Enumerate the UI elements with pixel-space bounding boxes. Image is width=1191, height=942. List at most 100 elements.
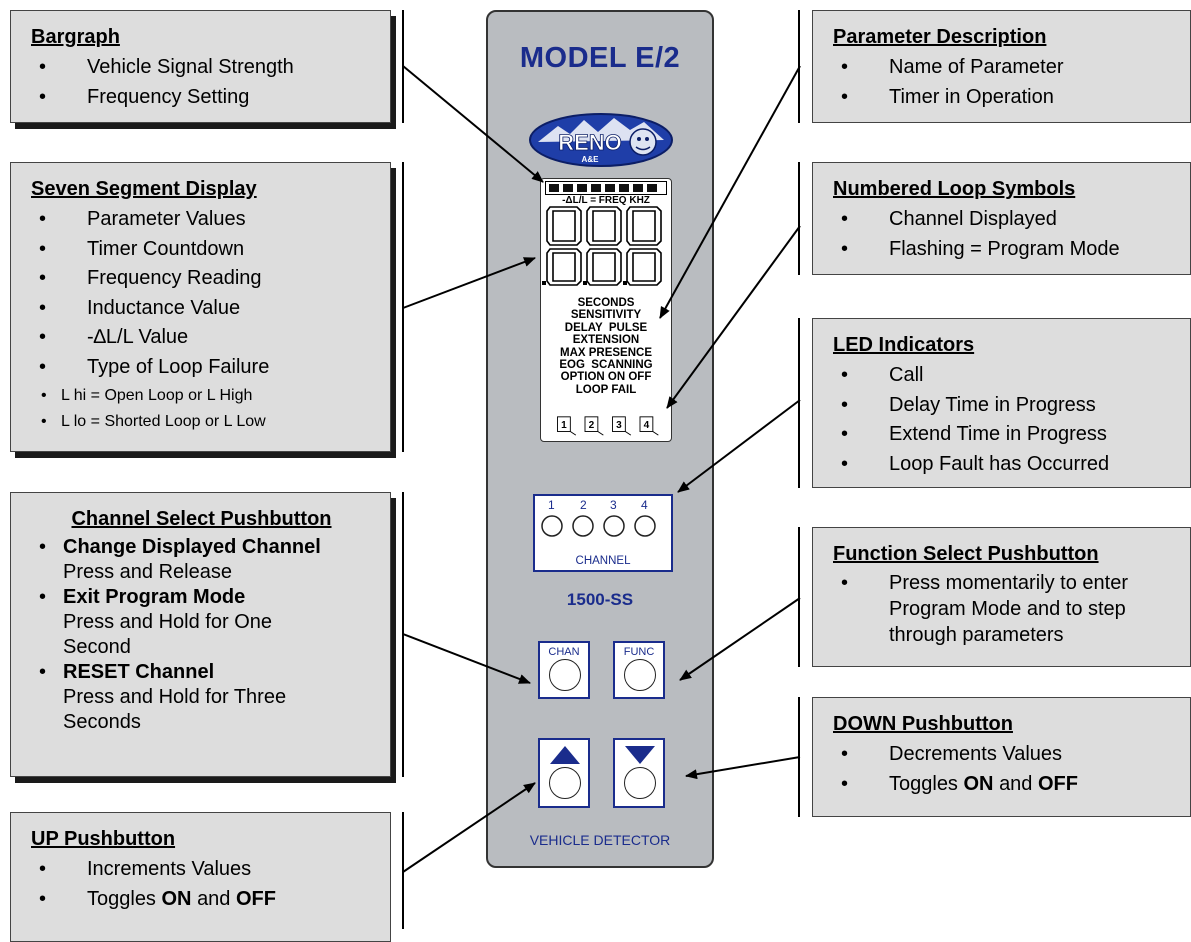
triangle-down-icon <box>625 746 655 764</box>
list-item: -∆L/L Value <box>31 323 372 353</box>
callout-loop-symbols-title: Numbered Loop Symbols <box>833 178 1076 200</box>
channel-number: 2 <box>580 498 587 512</box>
callout-function-select-title: Function Select Pushbutton <box>833 543 1099 565</box>
list-item: Decrements Values <box>833 740 1172 770</box>
list-item: Toggles ON and OFF <box>833 770 1172 800</box>
list-item: Timer in Operation <box>833 83 1172 113</box>
list-subitem: L lo = Shorted Loop or L Low <box>31 409 372 435</box>
up-button[interactable] <box>538 738 590 808</box>
divider-line <box>798 318 800 488</box>
item-desc: Press and Hold for Three Seconds <box>63 686 287 733</box>
triangle-up-icon <box>550 746 580 764</box>
callout-bargraph: Bargraph Vehicle Signal Strength Frequen… <box>10 10 391 123</box>
down-button[interactable] <box>613 738 665 808</box>
callout-led-title: LED Indicators <box>833 334 975 356</box>
channel-number: 3 <box>610 498 617 512</box>
button-circle-icon <box>549 659 581 691</box>
list-item: Inductance Value <box>31 294 372 324</box>
lcd-word: LOOP FAIL <box>575 383 637 396</box>
seven-segment-display <box>542 206 662 286</box>
callout-seven-segment: Seven Segment Display Parameter Values T… <box>10 162 391 452</box>
led-indicators <box>541 515 656 537</box>
item-label: Change Displayed Channel <box>63 536 321 558</box>
list-item: Frequency Setting <box>31 83 372 113</box>
led-3-icon <box>603 515 625 537</box>
divider-line <box>798 697 800 817</box>
divider-line <box>402 812 404 929</box>
list-subitem: L hi = Open Loop or L High <box>31 383 372 409</box>
lcd-word: DELAY PULSE <box>564 321 648 334</box>
list-item: Call <box>833 361 1172 391</box>
list-item: Delay Time in Progress <box>833 391 1172 421</box>
list-item: Vehicle Signal Strength <box>31 53 372 83</box>
list-item: Name of Parameter <box>833 53 1172 83</box>
loop-number: 2 <box>589 420 595 431</box>
led-2-icon <box>572 515 594 537</box>
channel-led-box: 1 2 3 4 CHANNEL <box>533 494 673 572</box>
callout-channel-select: Channel Select Pushbutton Change Display… <box>10 492 391 777</box>
list-item: Type of Loop Failure <box>31 353 372 383</box>
logo-sub: A&E <box>582 155 600 164</box>
model-title: MODEL E/2 <box>519 42 681 74</box>
logo-text: RENO <box>558 130 622 155</box>
callout-bargraph-title: Bargraph <box>31 26 120 48</box>
list-item: Toggles ON and OFF <box>31 885 372 915</box>
lcd-word: SENSITIVITY <box>570 309 642 322</box>
lcd-word: OPTION ON OFF <box>560 371 652 384</box>
vehicle-detector-label: VEHICLE DETECTOR <box>529 832 671 848</box>
callout-up-title: UP Pushbutton <box>31 828 176 850</box>
parameter-words: SECONDS SENSITIVITY DELAY PULSE EXTENSIO… <box>541 297 671 396</box>
item-label: RESET Channel <box>63 661 215 683</box>
chan-button-label: CHAN <box>548 646 580 658</box>
button-circle-icon <box>549 767 581 799</box>
loop-number: 3 <box>616 420 622 431</box>
list-item: Timer Countdown <box>31 235 372 265</box>
channel-number: 1 <box>548 498 555 512</box>
loop-number: 4 <box>644 420 650 431</box>
callout-down-title: DOWN Pushbutton <box>833 713 1013 735</box>
callout-up: UP Pushbutton Increments Values Toggles … <box>10 812 391 942</box>
button-circle-icon <box>624 659 656 691</box>
list-item: Loop Fault has Occurred <box>833 450 1172 480</box>
callout-param-desc: Parameter Description Name of Parameter … <box>812 10 1191 123</box>
item-desc: Press and Release <box>63 561 232 583</box>
bargraph <box>545 181 667 195</box>
lcd-header: -ΔL/L = FREQ KHZ <box>562 195 650 206</box>
lcd-word: SECONDS <box>577 297 635 309</box>
lcd-word: EXTENSION <box>572 334 640 347</box>
list-item: Increments Values <box>31 855 372 885</box>
reno-logo: RENO A&E <box>529 113 673 167</box>
list-item: Flashing = Program Mode <box>833 235 1172 265</box>
callout-seven-segment-title: Seven Segment Display <box>31 178 257 200</box>
callout-channel-select-title: Channel Select Pushbutton <box>71 508 332 530</box>
list-item: Channel Displayed <box>833 205 1172 235</box>
model-number: 1500-SS <box>566 590 634 609</box>
channel-numbers: 1 2 3 4 <box>535 498 671 514</box>
callout-down: DOWN Pushbutton Decrements Values Toggle… <box>812 697 1191 817</box>
func-button[interactable]: FUNC <box>613 641 665 699</box>
chan-button[interactable]: CHAN <box>538 641 590 699</box>
divider-line <box>798 527 800 667</box>
detector-panel: MODEL E/2 RENO A&E -ΔL/L = FREQ KHZ <box>486 10 714 868</box>
callout-function-select: Function Select Pushbutton Press momenta… <box>812 527 1191 667</box>
led-4-icon <box>634 515 656 537</box>
lcd-word: EOG SCANNING <box>559 359 653 372</box>
callout-param-desc-title: Parameter Description <box>833 26 1047 48</box>
callout-loop-symbols: Numbered Loop Symbols Channel Displayed … <box>812 162 1191 275</box>
divider-line <box>402 492 404 777</box>
loop-number: 1 <box>561 420 567 431</box>
item-label: Exit Program Mode <box>63 586 246 608</box>
divider-line <box>402 10 404 123</box>
callout-led: LED Indicators Call Delay Time in Progre… <box>812 318 1191 488</box>
list-item: Parameter Values <box>31 205 372 235</box>
loop-symbols: 1 2 3 4 <box>557 416 659 436</box>
divider-line <box>402 162 404 452</box>
lcd-word: MAX PRESENCE <box>559 346 653 359</box>
list-item: Frequency Reading <box>31 264 372 294</box>
button-circle-icon <box>624 767 656 799</box>
led-1-icon <box>541 515 563 537</box>
